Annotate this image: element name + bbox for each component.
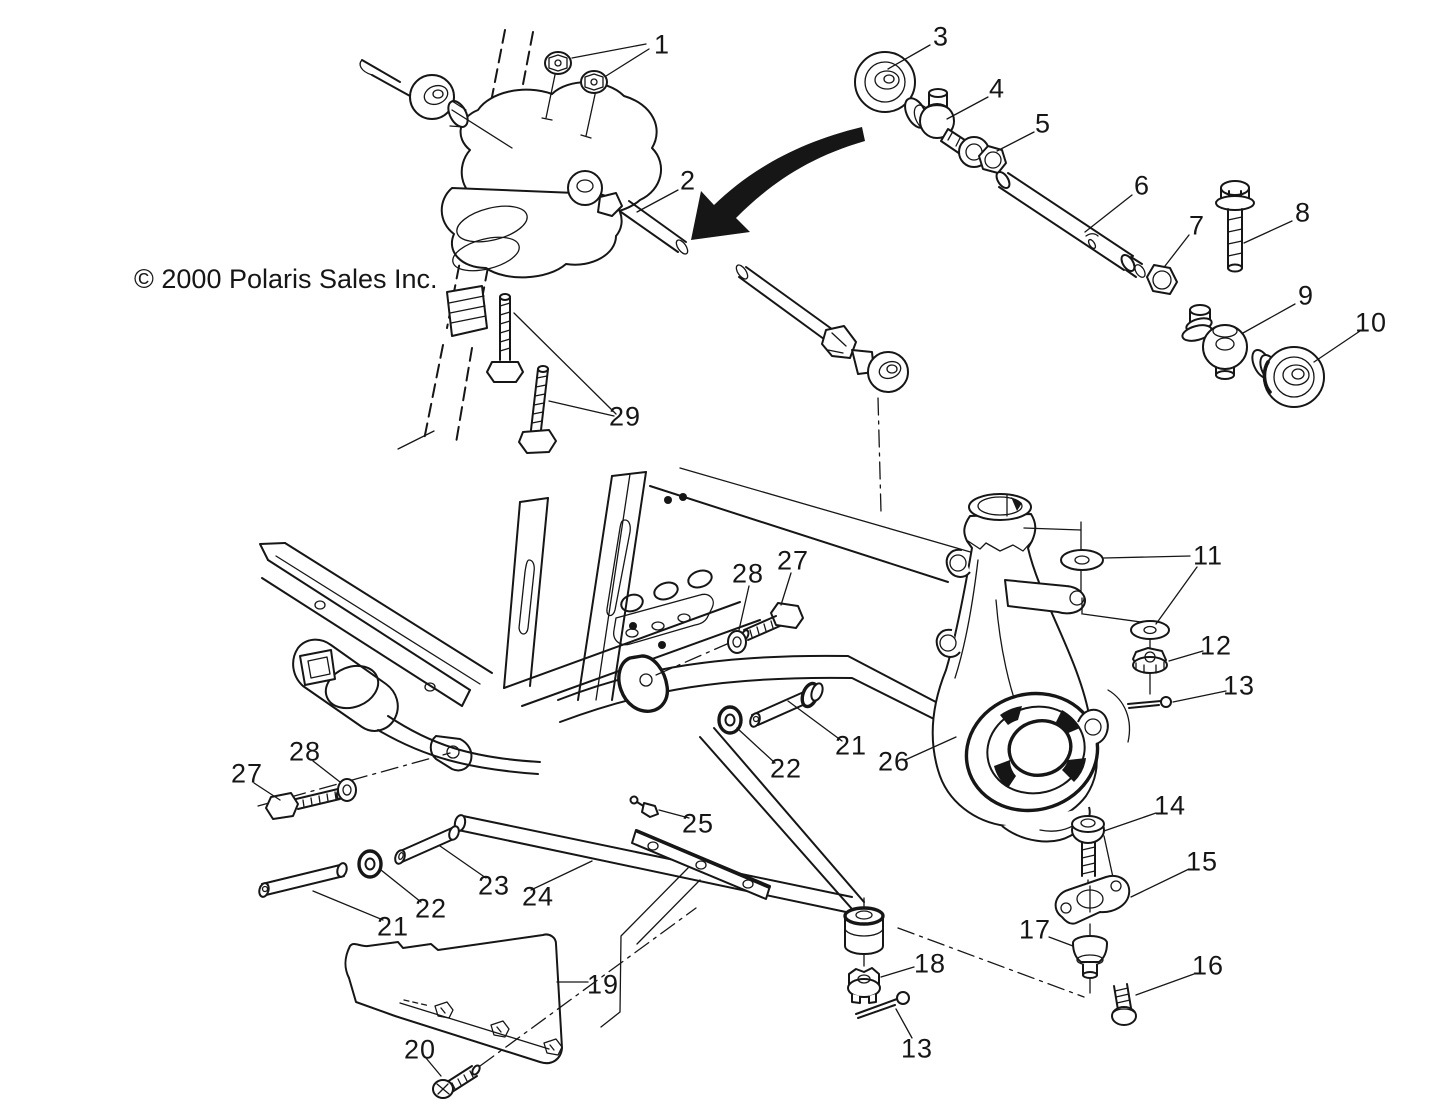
steering-base-plate xyxy=(440,187,623,279)
callout-part-5: 5 xyxy=(1034,108,1052,139)
tie-rod-exploded xyxy=(854,51,1325,408)
steering-post-splines xyxy=(446,285,488,337)
callout-part-23: 23 xyxy=(477,870,511,901)
sleeve-23 xyxy=(394,825,460,865)
copyright-text: © 2000 Polaris Sales Inc. xyxy=(134,264,438,294)
callout-part-24: 24 xyxy=(521,881,555,912)
callout-part-8: 8 xyxy=(1294,197,1312,228)
callout-part-13: 13 xyxy=(1222,670,1256,701)
bolt-16 xyxy=(1111,983,1137,1026)
callout-part-27: 27 xyxy=(230,758,264,789)
pivot-shaft-21b xyxy=(749,681,824,728)
apex-bushing xyxy=(843,897,885,955)
callout-part-22: 22 xyxy=(414,893,448,924)
grease-fitting-25 xyxy=(629,795,659,818)
callout-part-6: 6 xyxy=(1133,170,1151,201)
callout-part-15: 15 xyxy=(1185,846,1219,877)
part-4-ball-joint xyxy=(919,88,990,168)
callout-part-10: 10 xyxy=(1354,307,1388,338)
a-arm-guard xyxy=(344,867,701,1099)
mount-bolts-29 xyxy=(486,293,557,454)
lock-nut-12 xyxy=(1132,647,1168,674)
callout-part-21: 21 xyxy=(376,911,410,942)
washer-22b xyxy=(717,705,743,735)
callout-part-9: 9 xyxy=(1297,280,1315,311)
callout-part-12: 12 xyxy=(1199,630,1233,661)
cotter-pin-13b xyxy=(855,991,910,1019)
rear-pivot-bracket xyxy=(617,654,670,713)
steering-axis-centerline xyxy=(877,397,882,513)
washer-22a xyxy=(357,849,383,879)
callout-part-20: 20 xyxy=(403,1034,437,1065)
castle-nut-18 xyxy=(847,967,881,1004)
callout-part-19: 19 xyxy=(586,969,620,1000)
ball-joint-boot-17 xyxy=(1072,923,1108,994)
callout-part-2: 2 xyxy=(679,165,697,196)
part-6-adjuster-rod xyxy=(995,170,1146,278)
strut-stud-hardware xyxy=(1023,521,1172,709)
callout-part-28: 28 xyxy=(288,736,322,767)
pivot-fasteners xyxy=(265,602,804,820)
callout-part-18: 18 xyxy=(913,948,947,979)
callout-part-29: 29 xyxy=(608,401,642,432)
part-9-ball-joint xyxy=(1181,304,1248,380)
callout-part-3: 3 xyxy=(932,21,950,52)
cotter-pin-13a xyxy=(1127,696,1172,709)
callout-part-1: 1 xyxy=(653,29,671,60)
washer-28b xyxy=(727,630,747,654)
callout-part-27: 27 xyxy=(776,545,810,576)
callout-part-7: 7 xyxy=(1188,210,1206,241)
part-7-jam-nut xyxy=(1146,264,1178,295)
callout-part-28: 28 xyxy=(731,558,765,589)
callout-part-26: 26 xyxy=(877,746,911,777)
bolt-27a xyxy=(265,788,345,820)
direction-arrow xyxy=(691,127,865,240)
part-10-tie-rod-end xyxy=(1251,346,1325,408)
callout-part-14: 14 xyxy=(1153,790,1187,821)
callout-part-4: 4 xyxy=(988,73,1006,104)
a-arm-assembly xyxy=(257,643,910,1019)
callout-part-25: 25 xyxy=(681,808,715,839)
leader-lines xyxy=(253,43,1361,1077)
part-8-flange-bolt xyxy=(1215,180,1255,273)
frame-chassis xyxy=(259,467,1006,775)
callout-part-17: 17 xyxy=(1018,914,1052,945)
callout-part-21: 21 xyxy=(834,730,868,761)
tie-rod-2 xyxy=(567,170,909,393)
callout-part-22: 22 xyxy=(769,753,803,784)
nut-1b xyxy=(580,70,608,94)
pivot-shaft-21a xyxy=(258,862,348,898)
screw-20 xyxy=(432,1064,481,1099)
callout-part-13: 13 xyxy=(900,1033,934,1064)
callout-part-11: 11 xyxy=(1192,540,1224,571)
steering-knuckle xyxy=(931,493,1131,843)
nut-1a xyxy=(544,51,572,75)
plate-15 xyxy=(1054,875,1131,925)
steering-post-assembly xyxy=(397,29,662,450)
callout-part-16: 16 xyxy=(1191,950,1225,981)
washer-28a xyxy=(337,778,357,802)
ball-joint-hardware xyxy=(897,815,1137,1026)
